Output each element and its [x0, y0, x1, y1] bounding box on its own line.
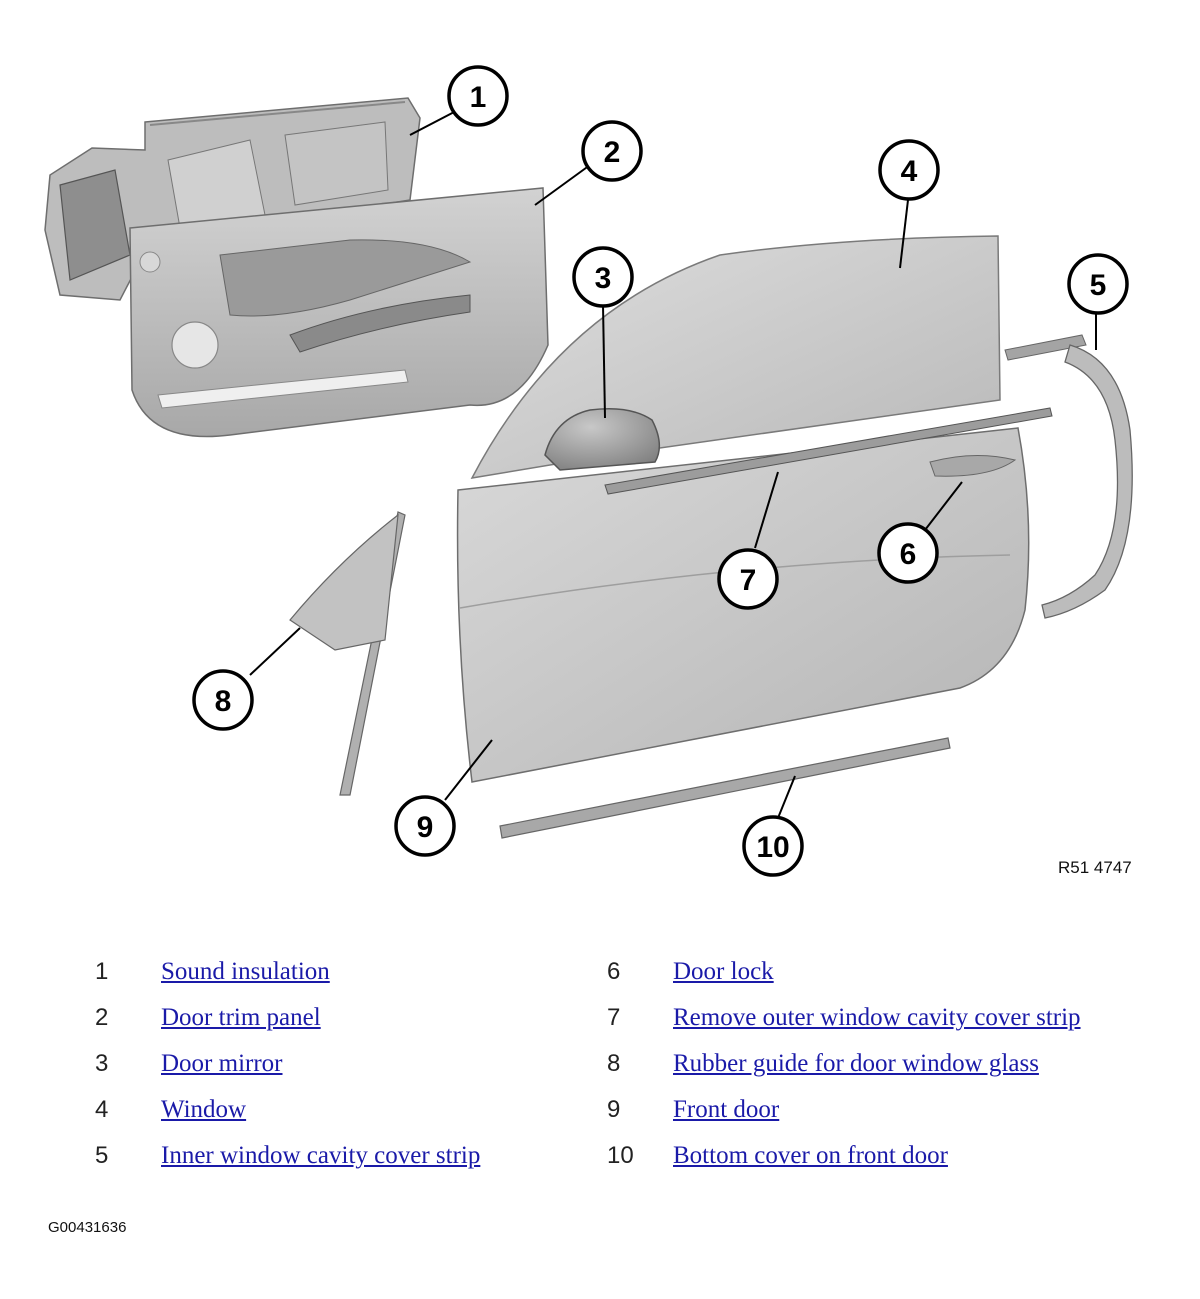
legend-link-door-lock[interactable]: Door lock [673, 958, 774, 985]
callout-10: 10 [742, 815, 804, 877]
legend-link-door-trim-panel[interactable]: Door trim panel [161, 1004, 321, 1031]
callout-6: 6 [877, 522, 939, 584]
callout-4: 4 [878, 139, 940, 201]
outer-cover-strip-part [604, 407, 1053, 495]
legend-link-window[interactable]: Window [161, 1096, 247, 1123]
legend-number: 5 [95, 1142, 109, 1169]
legend-link-door-mirror[interactable]: Door mirror [161, 1050, 283, 1077]
legend-link-remove-outer-window-cavity-cover-strip[interactable]: Remove outer window cavity cover strip [673, 1004, 1081, 1031]
legend-right-column: 6 Door lock 7 Remove outer window cavity… [607, 958, 1081, 1188]
callout-8: 8 [192, 669, 254, 731]
door-mirror-part [544, 408, 661, 471]
door-trim-panel-part [129, 187, 549, 438]
legend-number: 9 [607, 1096, 621, 1123]
legend-link-sound-insulation[interactable]: Sound insulation [161, 958, 330, 985]
legend-number: 10 [607, 1142, 634, 1169]
legend-item: 10 Bottom cover on front door [607, 1142, 1081, 1188]
legend-item: 3 Door mirror [95, 1050, 480, 1096]
svg-text:3: 3 [595, 262, 612, 295]
legend-number: 4 [95, 1096, 109, 1123]
callout-7: 7 [717, 548, 779, 610]
callout-1: 1 [447, 65, 509, 127]
exploded-door-diagram: 1 2 3 4 5 6 7 8 9 10 [44, 65, 1133, 877]
svg-text:8: 8 [215, 685, 232, 718]
svg-text:2: 2 [604, 136, 621, 169]
svg-text:10: 10 [756, 831, 789, 864]
legend-number: 1 [95, 958, 109, 985]
legend-link-bottom-cover-on-front-door[interactable]: Bottom cover on front door [673, 1142, 948, 1169]
callout-2: 2 [581, 120, 643, 182]
svg-text:9: 9 [417, 811, 434, 844]
document-id: G00431636 [48, 1219, 127, 1236]
svg-text:4: 4 [901, 155, 918, 188]
legend-link-front-door[interactable]: Front door [673, 1096, 780, 1123]
rubber-guide-part [289, 511, 406, 796]
legend-number: 2 [95, 1004, 109, 1031]
svg-text:1: 1 [470, 81, 487, 114]
callout-5: 5 [1067, 253, 1129, 315]
bottom-cover-part [499, 737, 951, 839]
callout-9: 9 [394, 795, 456, 857]
svg-text:6: 6 [900, 538, 917, 571]
legend-item: 8 Rubber guide for door window glass [607, 1050, 1081, 1096]
legend-number: 3 [95, 1050, 109, 1077]
inner-cover-strip-part [1004, 334, 1133, 619]
legend-item: 5 Inner window cavity cover strip [95, 1142, 480, 1188]
legend-link-rubber-guide[interactable]: Rubber guide for door window glass [673, 1050, 1039, 1077]
leader-lines [249, 109, 1097, 819]
legend-number: 7 [607, 1004, 621, 1031]
legend-left-column: 1 Sound insulation 2 Door trim panel 3 D… [95, 958, 480, 1188]
part-reference-code: R51 4747 [1058, 858, 1132, 877]
svg-text:5: 5 [1090, 269, 1107, 302]
svg-text:7: 7 [740, 564, 757, 597]
legend-item: 7 Remove outer window cavity cover strip [607, 1004, 1081, 1050]
legend-item: 4 Window [95, 1096, 480, 1142]
callout-3: 3 [572, 246, 634, 308]
legend-number: 6 [607, 958, 621, 985]
legend-item: 6 Door lock [607, 958, 1081, 1004]
legend-item: 1 Sound insulation [95, 958, 480, 1004]
legend-item: 9 Front door [607, 1096, 1081, 1142]
legend-number: 8 [607, 1050, 621, 1077]
legend-link-inner-window-cavity-cover-strip[interactable]: Inner window cavity cover strip [161, 1142, 481, 1169]
legend-item: 2 Door trim panel [95, 1004, 480, 1050]
